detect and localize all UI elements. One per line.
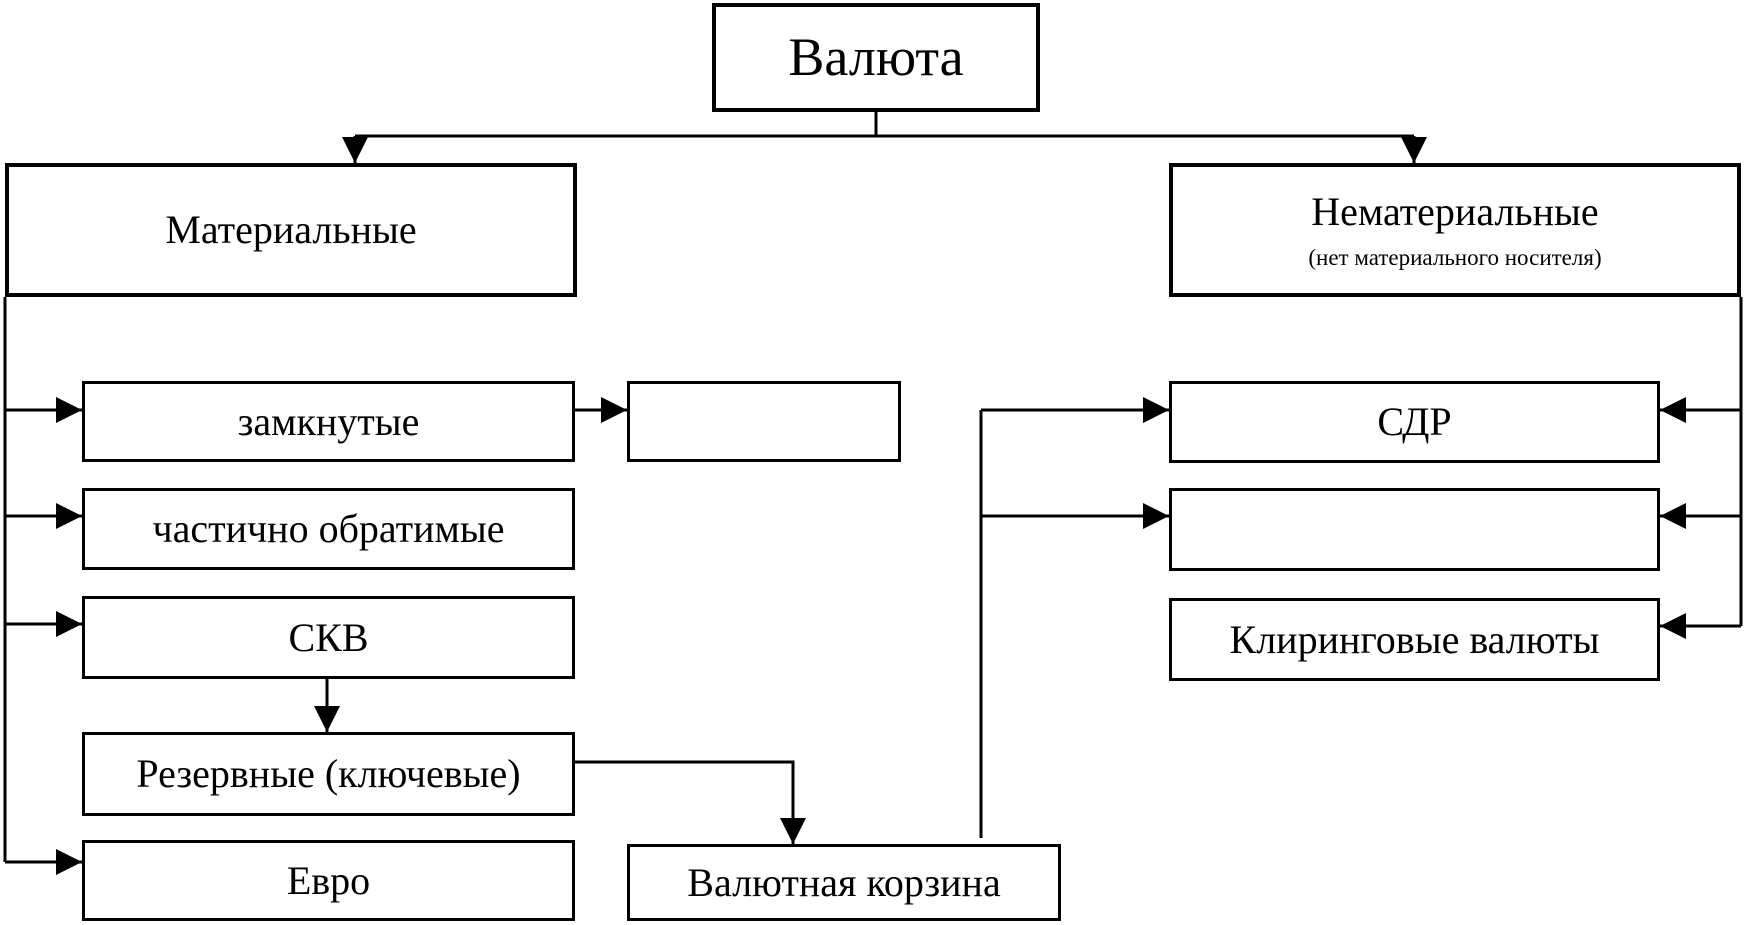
- closed-box: замкнутые: [82, 381, 575, 462]
- blank-box: [1169, 488, 1660, 571]
- euro-box: Евро: [82, 840, 575, 921]
- immaterial-note: (нет материального носителя): [1308, 244, 1602, 270]
- closed-label: замкнутые: [237, 398, 420, 444]
- basket-box: Валютная корзина: [627, 844, 1061, 921]
- immaterial-label: Нематериальные: [1311, 188, 1599, 234]
- sdr-box: СДР: [1169, 381, 1660, 463]
- arrow-reserve-to-basket: [575, 760, 806, 844]
- skv-box: СКВ: [82, 596, 575, 679]
- closed-link-box: [627, 381, 901, 462]
- material-label: Материальные: [165, 207, 417, 252]
- partial-box: частично обратимые: [82, 488, 575, 570]
- root-box: Валюта: [712, 3, 1040, 112]
- basket-label: Валютная корзина: [687, 859, 1001, 905]
- euro-label: Евро: [286, 857, 371, 903]
- reserve-label: Резервные (ключевые): [136, 751, 521, 796]
- partial-label: частично обратимые: [152, 506, 505, 551]
- reserve-box: Резервные (ключевые): [82, 732, 575, 816]
- clearing-box: Клиринговые валюты: [1169, 598, 1660, 681]
- skv-label: СКВ: [288, 614, 369, 660]
- immaterial-box: Нематериальные (нет материального носите…: [1169, 163, 1741, 297]
- root-label: Валюта: [788, 27, 964, 88]
- material-box: Материальные: [5, 163, 577, 297]
- clearing-label: Клиринговые валюты: [1229, 616, 1600, 662]
- sdr-label: СДР: [1377, 399, 1452, 444]
